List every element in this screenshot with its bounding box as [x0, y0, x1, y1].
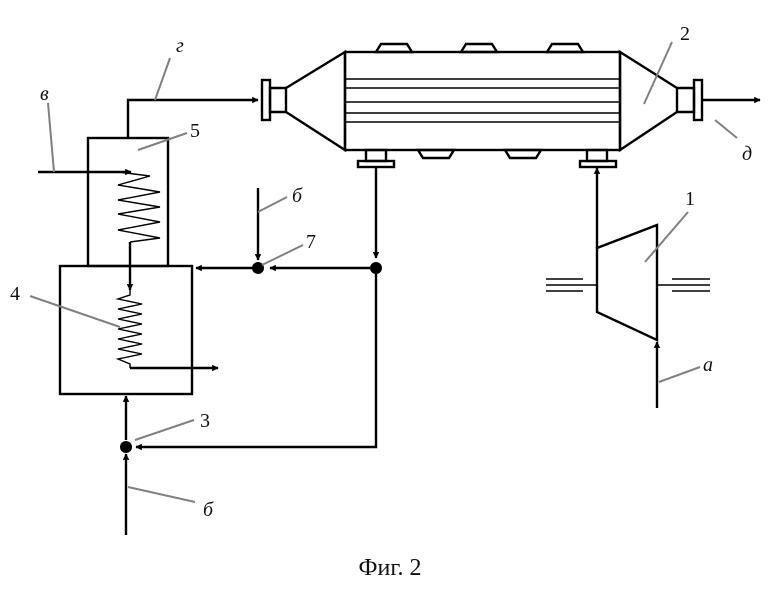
label-2: 2 [680, 23, 690, 45]
label-1: 1 [685, 188, 695, 210]
junction-node [370, 262, 382, 274]
label-5: 5 [190, 120, 200, 142]
junction-3 [120, 441, 132, 453]
unit-5 [88, 138, 168, 266]
label-d: д [742, 143, 752, 165]
figure-caption: Фиг. 2 [0, 555, 780, 582]
label-v: в [40, 83, 49, 105]
unit-4 [60, 266, 218, 394]
label-g: г [176, 35, 184, 57]
compressor [546, 225, 710, 340]
label-4: 4 [10, 283, 20, 305]
heat-exchanger [262, 44, 702, 167]
junctions [120, 262, 382, 453]
link-node-3 [136, 274, 376, 447]
label-b-bottom: б [203, 499, 214, 521]
leader-lines [30, 42, 737, 502]
label-a: а [703, 354, 713, 376]
label-3: 3 [200, 410, 210, 432]
label-7: 7 [306, 231, 316, 253]
label-b-top: б [292, 185, 303, 207]
air-line [597, 168, 657, 408]
